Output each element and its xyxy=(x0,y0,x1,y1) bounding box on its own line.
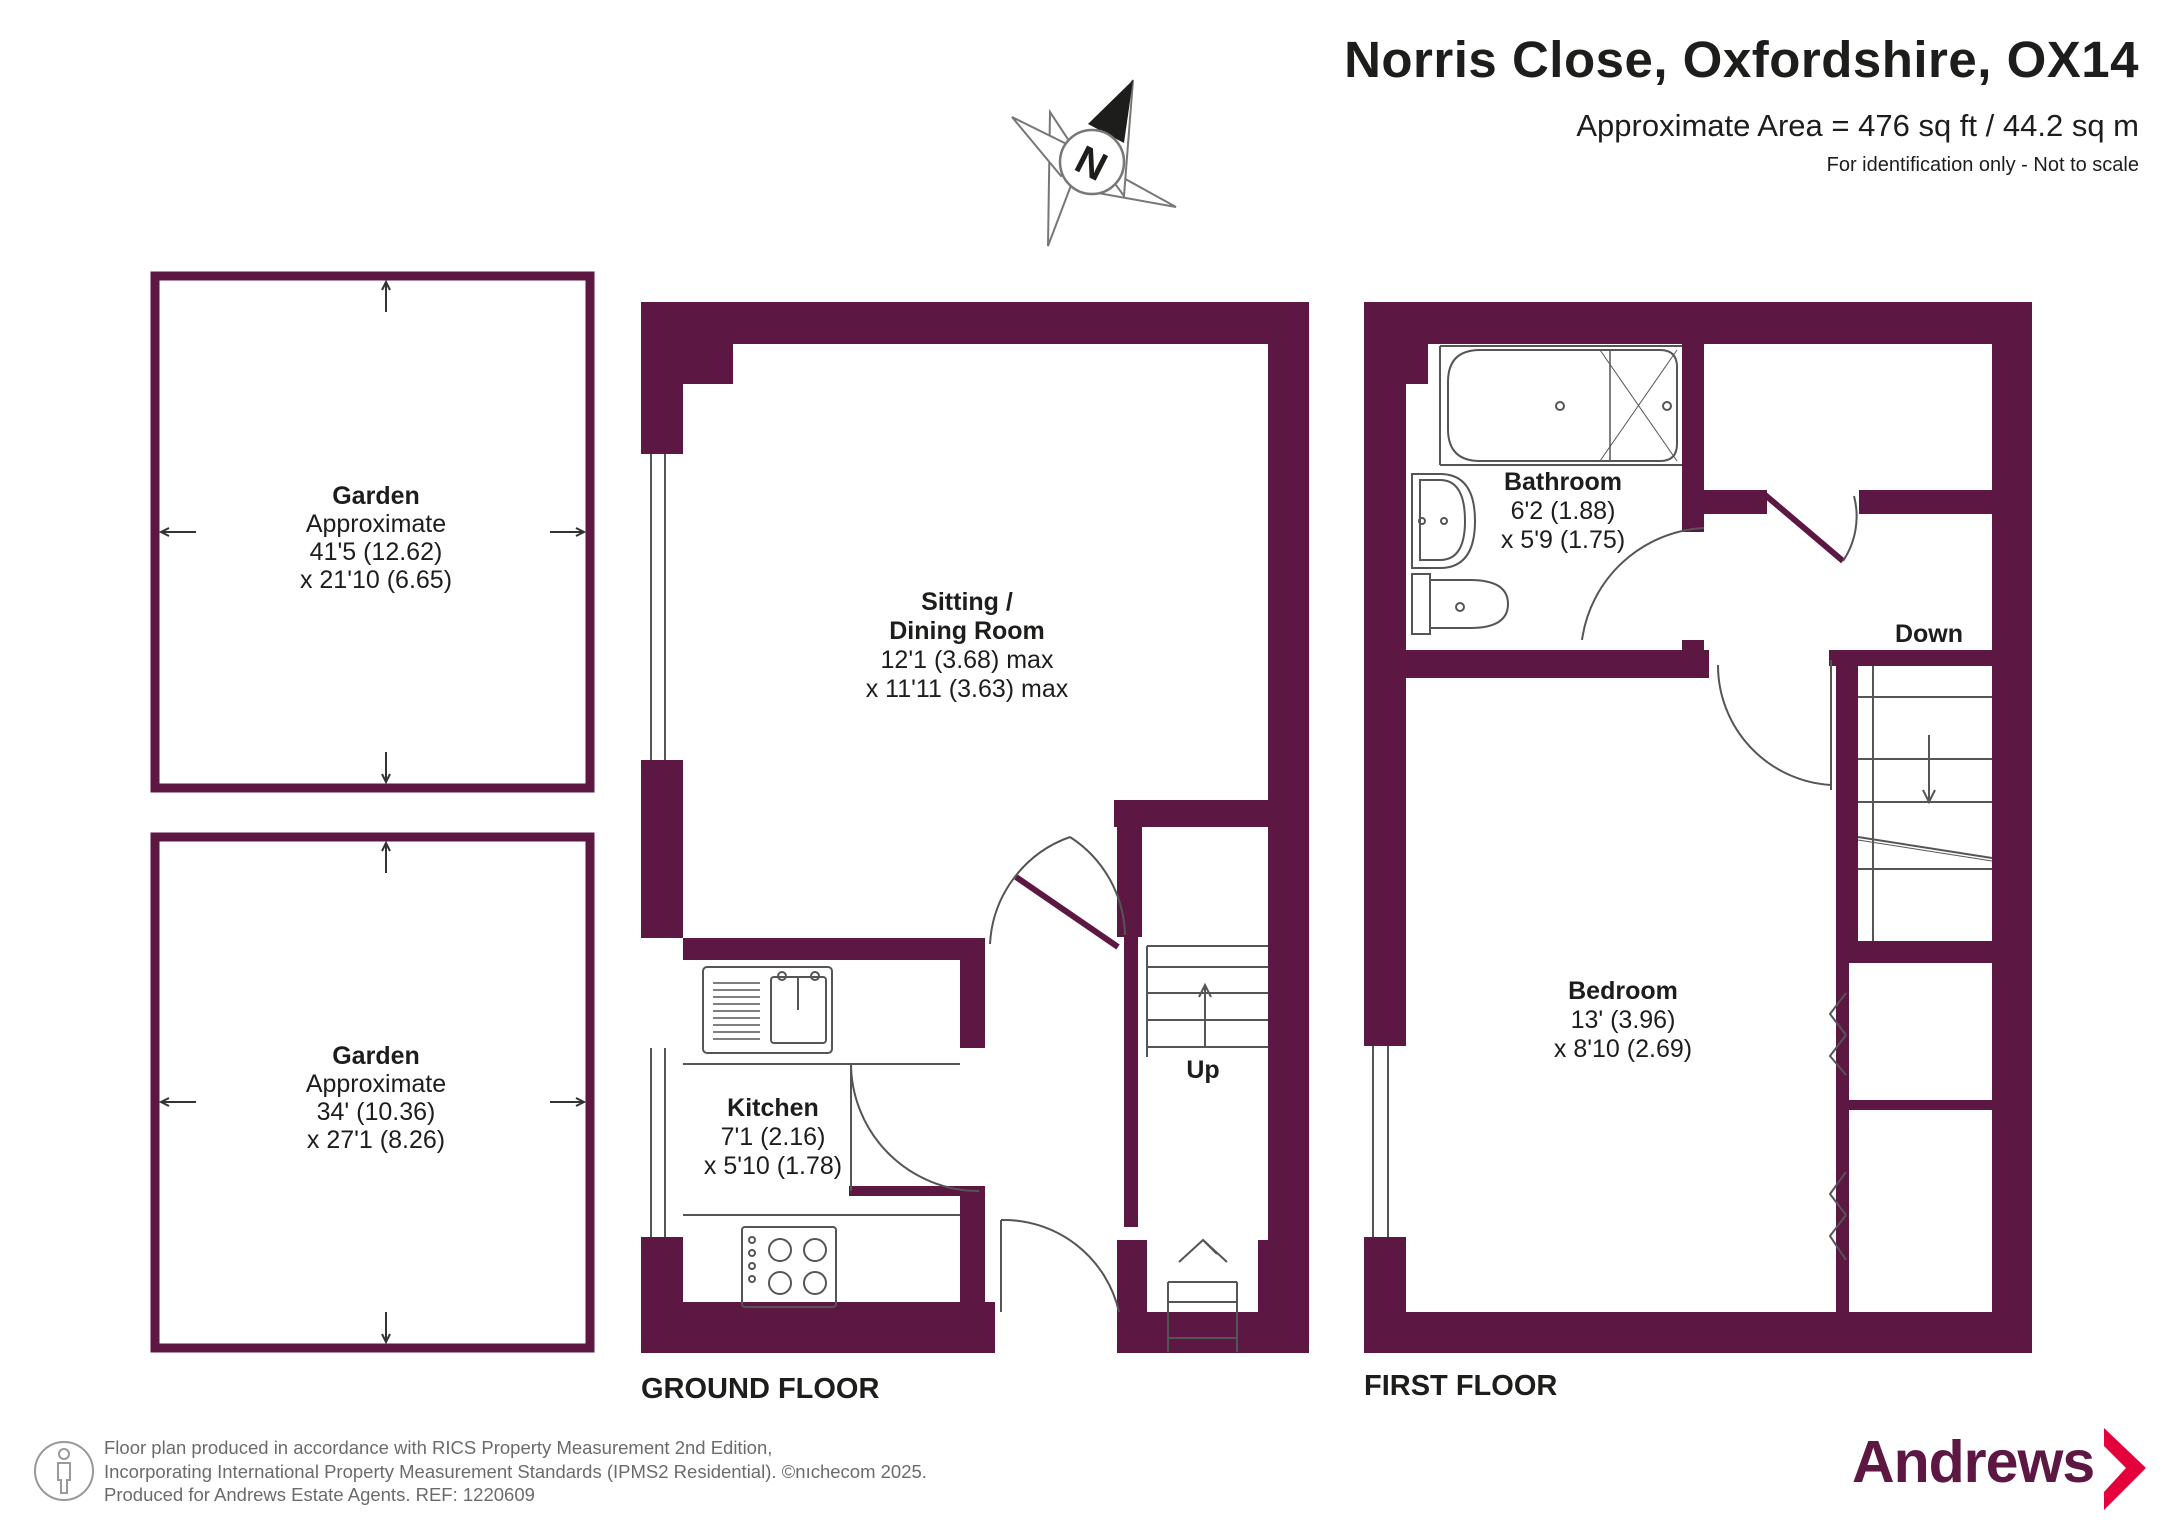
garden-bottom: Garden Approximate 34' (10.36) x 27'1 (8… xyxy=(150,832,595,1353)
first-floor-label: FIRST FLOOR xyxy=(1364,1370,1557,1402)
garden-width: x 21'10 (6.65) xyxy=(300,566,452,594)
sitting-room-dim: 12'1 (3.68) max xyxy=(881,646,1054,674)
ground-floor-details xyxy=(650,454,1268,1352)
person-icon xyxy=(34,1441,94,1501)
kitchen-label: Kitchen xyxy=(727,1094,819,1122)
bedroom-dim-2: x 8'10 (2.69) xyxy=(1554,1035,1692,1063)
sitting-room-label-2: Dining Room xyxy=(889,617,1045,645)
bathroom-dim-2: x 5'9 (1.75) xyxy=(1501,526,1625,554)
footer-notice: Floor plan produced in accordance with R… xyxy=(104,1436,927,1507)
garden-length: 41'5 (12.62) xyxy=(310,538,443,566)
kitchen-dim: 7'1 (2.16) xyxy=(721,1123,826,1151)
garden-approx: Approximate xyxy=(306,1070,446,1098)
garden-length: 34' (10.36) xyxy=(317,1098,436,1126)
stairs-up-label: Up xyxy=(1186,1056,1219,1084)
brand-logo-icon xyxy=(2104,1428,2146,1510)
bathroom-label: Bathroom xyxy=(1504,468,1622,496)
bedroom-dim: 13' (3.96) xyxy=(1571,1006,1676,1034)
sitting-room-dim-2: x 11'11 (3.63) max xyxy=(866,675,1069,703)
footer-line-1: Floor plan produced in accordance with R… xyxy=(104,1437,773,1458)
footer-line-2: Incorporating International Property Mea… xyxy=(104,1460,927,1482)
bathroom-dim: 6'2 (1.88) xyxy=(1511,497,1616,525)
first-floor-plan xyxy=(1364,302,2032,1353)
first-floor-details xyxy=(1372,345,1993,1261)
sitting-room-label: Sitting / xyxy=(921,588,1013,616)
garden-label: Garden xyxy=(332,1042,420,1070)
scale-disclaimer: For identification only - Not to scale xyxy=(1826,154,2139,176)
property-title: Norris Close, Oxfordshire, OX14 xyxy=(1344,31,2139,88)
kitchen-dim-2: x 5'10 (1.78) xyxy=(704,1152,842,1180)
garden-top: Garden Approximate 41'5 (12.62) x 21'10 … xyxy=(150,271,595,793)
compass-icon: N xyxy=(1011,79,1177,247)
garden-approx: Approximate xyxy=(306,510,446,538)
stairs-down-label: Down xyxy=(1895,620,1963,648)
garden-label: Garden xyxy=(332,482,420,510)
garden-width: x 27'1 (8.26) xyxy=(307,1126,445,1154)
approximate-area: Approximate Area = 476 sq ft / 44.2 sq m xyxy=(1576,108,2139,143)
footer-line-3: Produced for Andrews Estate Agents. REF:… xyxy=(104,1484,535,1505)
brand-name: Andrews xyxy=(1852,1429,2095,1495)
ground-floor-plan xyxy=(641,302,1309,1353)
bedroom-label: Bedroom xyxy=(1568,977,1678,1005)
ground-floor-label: GROUND FLOOR xyxy=(641,1373,879,1405)
